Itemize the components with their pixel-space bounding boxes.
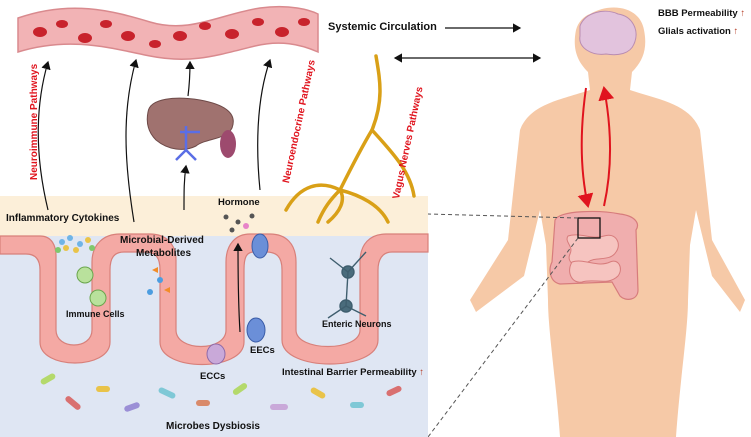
eecs-label: EECs	[250, 345, 275, 356]
up-arrow-icon: ↑	[733, 26, 739, 37]
microbial-metabolites-label-2: Metabolites	[136, 248, 192, 259]
eec-arrow	[233, 242, 243, 333]
up-arrow-icon: ↑	[740, 8, 746, 19]
vagus-nerve	[284, 54, 416, 224]
human-body	[470, 7, 745, 437]
systemic-circulation-label: Systemic Circulation	[328, 21, 437, 33]
inflammatory-cytokines-label: Inflammatory Cytokines	[6, 213, 120, 224]
enteric-neurons-label: Enteric Neurons	[322, 319, 392, 329]
microbial-metabolites-label-1: Microbial-Derived	[120, 235, 204, 246]
bbb-permeability-label: BBB Permeability ↑	[658, 9, 745, 19]
liver-to-blood-arrow	[185, 60, 195, 97]
blood-vessel	[17, 5, 319, 61]
intestinal-barrier-text: Intestinal Barrier Permeability	[282, 367, 417, 378]
brain-to-gut-arrow	[577, 87, 594, 208]
neuroimmune-pathways-label: Neuroimmune Pathways	[29, 63, 40, 180]
metabolites-arrow	[125, 58, 139, 223]
glial-activation-text: Glials activation	[658, 26, 731, 37]
liver-icon	[146, 97, 236, 161]
microbes-dysbiosis-label: Microbes Dysbiosis	[166, 421, 260, 432]
brain-icon	[579, 10, 637, 56]
gut-cross-section	[0, 196, 429, 437]
microbes	[40, 373, 402, 412]
glial-activation-label: Glials activation ↑	[658, 27, 738, 37]
intestines-icon	[549, 210, 639, 300]
hormone-arrow	[180, 164, 190, 211]
neuroimmune-arrow	[37, 60, 51, 211]
gut-to-brain-arrow	[598, 86, 615, 207]
hormone-label: Hormone	[218, 197, 260, 208]
up-arrow-icon: ↑	[419, 367, 425, 378]
bbb-permeability-text: BBB Permeability	[658, 8, 738, 19]
eccs-label: ECCs	[200, 371, 226, 382]
immune-cells-label: Immune Cells	[66, 309, 125, 319]
neuroendocrine-arrow	[257, 58, 273, 191]
zoom-box	[577, 217, 601, 239]
intestinal-barrier-label: Intestinal Barrier Permeability ↑	[282, 368, 424, 378]
